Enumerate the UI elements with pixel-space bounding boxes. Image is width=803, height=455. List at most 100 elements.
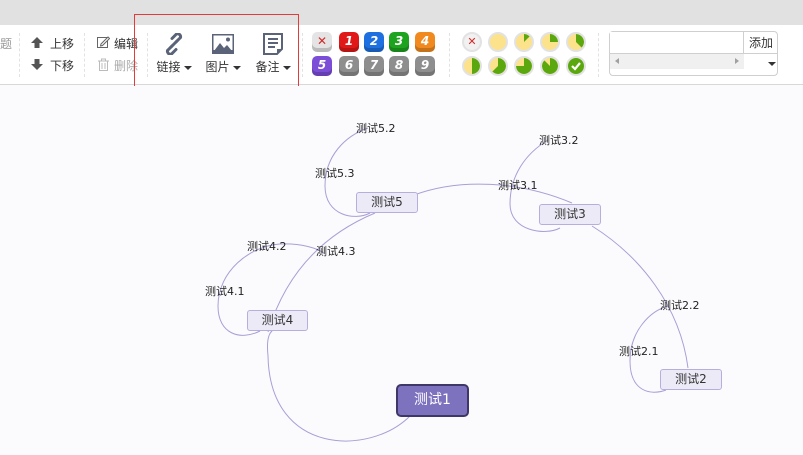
progress-icon — [472, 58, 480, 74]
priority-3-button[interactable]: 3 — [389, 32, 409, 52]
link-n5-leaves — [324, 127, 371, 217]
image-icon — [212, 34, 234, 54]
mindmap-node[interactable]: 测试5 — [356, 192, 418, 213]
edit-label: 编辑 — [114, 37, 139, 51]
x-icon: ✕ — [316, 34, 328, 48]
priority-8-button[interactable]: 8 — [389, 56, 409, 76]
arrow-up-icon — [31, 37, 43, 48]
priority-2-button[interactable]: 2 — [364, 32, 384, 52]
priority-7-button[interactable]: 7 — [364, 56, 384, 76]
mindmap-node[interactable]: 测试2 — [660, 369, 722, 390]
note-button[interactable]: 备注 — [250, 31, 296, 79]
image-button[interactable]: 图片 — [200, 31, 246, 79]
progress-icon — [571, 62, 581, 71]
priority-remove-button[interactable]: ✕ — [312, 32, 332, 52]
toolbar-separator — [598, 33, 599, 77]
progress-icon — [550, 34, 558, 42]
edit-button[interactable]: 编辑 — [97, 35, 142, 51]
progress-level-button[interactable] — [488, 56, 508, 76]
progress-level-button[interactable] — [566, 32, 586, 52]
toolbar-separator — [19, 33, 20, 77]
link-n3-n2 — [591, 225, 689, 369]
move-down-label: 下移 — [50, 59, 75, 73]
priority-9-button[interactable]: 9 — [415, 56, 435, 76]
caret-down-icon — [282, 65, 291, 70]
mindmap-leaf[interactable]: 测试4.1 — [205, 285, 245, 298]
toolbar-separator — [147, 33, 148, 77]
progress-icon — [524, 34, 530, 42]
progress-icon — [576, 34, 584, 48]
mindmap-node[interactable]: 测试4 — [247, 310, 308, 331]
move-up-label: 上移 — [50, 37, 75, 51]
link-n5-n3 — [413, 183, 573, 204]
mindmap-leaf[interactable]: 测试5.3 — [315, 167, 355, 180]
priority-6-button[interactable]: 6 — [339, 56, 359, 76]
toolbar-separator — [302, 33, 303, 77]
window-top-bar — [0, 0, 803, 25]
image-label-text: 图片 — [205, 60, 230, 74]
mindmap-root-node[interactable]: 测试1 — [396, 384, 469, 417]
progress-level-button[interactable] — [540, 56, 560, 76]
progress-icon — [516, 58, 532, 74]
priority-5-button[interactable]: 5 — [312, 56, 332, 76]
delete-label: 删除 — [114, 59, 139, 73]
move-down-button[interactable]: 下移 — [31, 57, 81, 73]
progress-level-button[interactable] — [514, 56, 534, 76]
priority-4-button[interactable]: 4 — [415, 32, 435, 52]
link-label-text: 链接 — [156, 60, 181, 74]
link-n2-leaves — [629, 305, 669, 393]
mindmap-node[interactable]: 测试3 — [539, 204, 601, 225]
progress-fill — [516, 58, 532, 74]
progress-fill — [542, 58, 558, 74]
topic-label-partial[interactable]: 题 — [0, 37, 13, 51]
root-node-label: 测试1 — [414, 392, 451, 408]
priority-1-button[interactable]: 1 — [339, 32, 359, 52]
trash-icon — [98, 58, 109, 71]
progress-fill — [524, 34, 530, 42]
link-label: 链接 — [151, 58, 197, 75]
toolbar-separator — [449, 33, 450, 77]
toolbar-separator — [84, 33, 85, 77]
mindmap-canvas[interactable]: 测试1 测试2 测试3 测试4 测试5 测试2.1 测试2.2 测试3.1 测试… — [0, 86, 803, 455]
progress-level-button[interactable] — [514, 32, 534, 52]
link-n4-leaves — [217, 243, 326, 336]
note-icon — [263, 33, 283, 55]
progress-level-button[interactable] — [462, 56, 482, 76]
scroll-left-icon[interactable] — [615, 58, 619, 64]
mindmap-leaf[interactable]: 测试3.1 — [498, 179, 538, 192]
move-up-button[interactable]: 上移 — [31, 35, 81, 51]
edit-icon — [97, 36, 110, 48]
progress-fill — [576, 34, 584, 48]
progress-fill — [550, 34, 558, 42]
resource-input[interactable] — [610, 32, 744, 54]
progress-level-button[interactable] — [566, 56, 586, 76]
caret-down-icon — [232, 65, 241, 70]
node-label: 测试2 — [675, 372, 707, 386]
progress-remove-button[interactable]: ✕ — [462, 32, 482, 52]
resource-scrollbar[interactable] — [610, 54, 744, 69]
note-label-text: 备注 — [255, 60, 280, 74]
progress-level-button[interactable] — [488, 32, 508, 52]
mindmap-leaf[interactable]: 测试5.2 — [356, 122, 396, 135]
check-icon — [571, 62, 581, 71]
image-label: 图片 — [200, 58, 246, 75]
progress-level-button[interactable] — [540, 32, 560, 52]
node-label: 测试5 — [371, 195, 403, 209]
mindmap-leaf[interactable]: 测试4.3 — [316, 245, 356, 258]
delete-button[interactable]: 删除 — [97, 57, 142, 73]
node-label: 测试4 — [261, 313, 294, 327]
mindmap-leaf[interactable]: 测试3.2 — [539, 134, 579, 147]
scroll-right-icon[interactable] — [735, 58, 739, 64]
link-button[interactable]: 链接 — [151, 31, 197, 79]
resource-dropdown-icon[interactable] — [768, 62, 776, 66]
mindmap-links — [217, 127, 689, 442]
link-root-n4 — [267, 327, 411, 442]
caret-down-icon — [183, 65, 192, 70]
resource-panel: 添加 — [609, 31, 778, 76]
mindmap-leaf[interactable]: 测试2.1 — [619, 345, 659, 358]
mindmap-leaf[interactable]: 测试2.2 — [660, 299, 700, 312]
mindmap-leaf[interactable]: 测试4.2 — [247, 240, 287, 253]
add-resource-button[interactable]: 添加 — [744, 32, 778, 54]
progress-fill — [492, 58, 506, 74]
arrow-down-icon — [31, 59, 43, 70]
